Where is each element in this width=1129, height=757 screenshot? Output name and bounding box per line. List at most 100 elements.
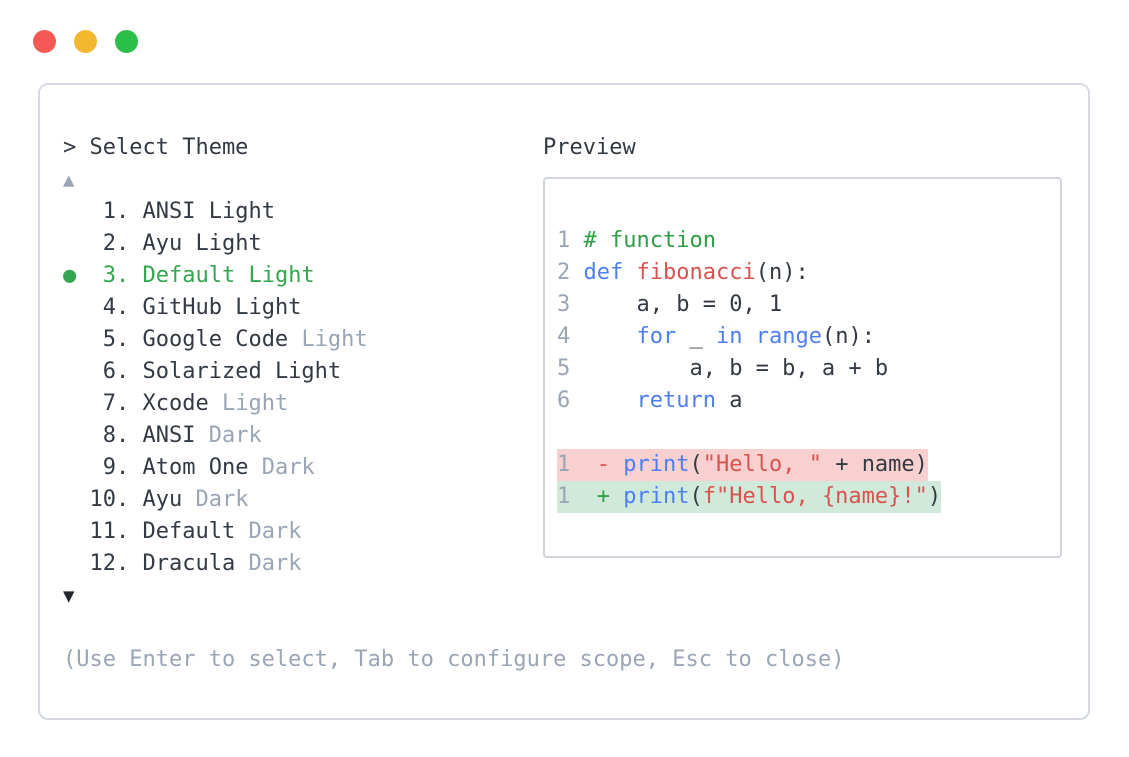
theme-number: 6.: [89, 359, 143, 384]
theme-name: Atom One: [142, 455, 262, 480]
theme-name: Solarized: [142, 359, 275, 384]
theme-number: 5.: [89, 327, 143, 352]
preview-title: Preview: [543, 135, 636, 160]
theme-option-4[interactable]: 4. GitHub Light: [63, 292, 543, 324]
code-token: + name): [821, 452, 928, 477]
bullet-spacer: [63, 391, 90, 416]
theme-variant: Dark: [248, 551, 302, 576]
theme-option-7[interactable]: 7. Xcode Light: [63, 388, 543, 420]
code-token: [623, 260, 636, 285]
minimize-button[interactable]: [74, 30, 97, 53]
code-token: _: [676, 324, 716, 349]
theme-option-10[interactable]: 10. Ayu Dark: [63, 484, 543, 516]
theme-number: 2.: [89, 231, 143, 256]
theme-name: Xcode: [142, 391, 222, 416]
code-token: -: [583, 452, 624, 477]
bullet-spacer: [63, 199, 90, 224]
theme-option-11[interactable]: 11. Default Dark: [63, 516, 543, 548]
code-line: 4 for _ in range(n):: [557, 321, 1060, 353]
code-line: 6 return a: [557, 385, 1060, 417]
diff-highlight-added: 1 + print(f"Hello, {name}!"): [557, 481, 942, 513]
bullet-spacer: [63, 519, 90, 544]
scroll-down-icon[interactable]: ▼: [63, 585, 75, 607]
code-token: print: [623, 452, 690, 477]
code-token: "Hello, ": [702, 452, 822, 477]
bullet-spacer: [63, 423, 90, 448]
code-line: 1 # function: [557, 225, 1060, 257]
theme-variant: Dark: [261, 455, 315, 480]
bullet-spacer: [63, 487, 90, 512]
bullet-spacer: [63, 551, 90, 576]
theme-option-6[interactable]: 6. Solarized Light: [63, 356, 543, 388]
theme-option-5[interactable]: 5. Google Code Light: [63, 324, 543, 356]
code-token: # function: [583, 228, 716, 253]
bullet-spacer: [63, 295, 90, 320]
theme-list: 1. ANSI Light 2. Ayu Light● 3. Default L…: [63, 196, 543, 580]
line-number: 1: [557, 484, 584, 509]
code-token: for: [636, 324, 677, 349]
bullet-spacer: [63, 455, 90, 480]
code-token: f"Hello, {name}!": [702, 484, 928, 509]
theme-variant: Light: [274, 359, 342, 384]
code-token: (: [689, 484, 703, 509]
panel-columns: > Select Theme ▲ 1. ANSI Light 2. Ayu Li…: [63, 132, 1068, 612]
code-line: [557, 417, 1060, 449]
theme-name: ANSI: [142, 199, 209, 224]
theme-name: ANSI: [142, 423, 209, 448]
diff-line-removed: 1 - print("Hello, " + name): [557, 449, 1060, 481]
theme-picker-panel: > Select Theme ▲ 1. ANSI Light 2. Ayu Li…: [38, 83, 1090, 720]
maximize-button[interactable]: [115, 30, 138, 53]
theme-number: 8.: [89, 423, 143, 448]
scroll-up-icon[interactable]: ▲: [63, 169, 75, 191]
code-token: a, b = b, a + b: [583, 356, 889, 381]
theme-number: 12.: [89, 551, 143, 576]
theme-name: GitHub: [142, 295, 236, 320]
theme-option-9[interactable]: 9. Atom One Dark: [63, 452, 543, 484]
selected-bullet-icon: ●: [63, 263, 90, 288]
code-line: 2 def fibonacci(n):: [557, 257, 1060, 289]
code-token: def: [583, 260, 624, 285]
code-token: ): [927, 484, 942, 509]
theme-number: 10.: [89, 487, 143, 512]
theme-variant: Light: [195, 231, 262, 256]
theme-option-3[interactable]: ● 3. Default Light: [63, 260, 543, 292]
theme-variant: Dark: [248, 519, 302, 544]
code-token: print: [623, 484, 690, 509]
theme-number: 7.: [89, 391, 143, 416]
theme-variant: Light: [208, 199, 275, 224]
theme-option-2[interactable]: 2. Ayu Light: [63, 228, 543, 260]
theme-number: 3.: [89, 263, 143, 288]
theme-variant: Light: [221, 391, 289, 416]
close-button[interactable]: [33, 30, 56, 53]
theme-option-8[interactable]: 8. ANSI Dark: [63, 420, 543, 452]
theme-name: Default: [142, 519, 249, 544]
theme-number: 11.: [89, 519, 143, 544]
line-number: 4: [557, 324, 584, 349]
code-token: [584, 324, 637, 349]
code-token: return: [636, 388, 716, 413]
line-number: 6: [557, 388, 584, 413]
theme-option-1[interactable]: 1. ANSI Light: [63, 196, 543, 228]
code-line: 3 a, b = 0, 1: [557, 289, 1060, 321]
code-token: fibonacci: [636, 260, 756, 285]
line-number: 1: [557, 228, 584, 253]
code-token: a: [715, 388, 743, 413]
window-controls: [33, 30, 138, 53]
theme-number: 1.: [89, 199, 143, 224]
code-token: [742, 324, 755, 349]
code-token: range: [755, 324, 822, 349]
code-token: a, b = 0, 1: [583, 292, 783, 317]
theme-variant: Light: [248, 263, 315, 288]
theme-list-column: > Select Theme ▲ 1. ANSI Light 2. Ayu Li…: [63, 132, 543, 612]
line-number: 5: [557, 356, 584, 381]
diff-highlight-removed: 1 - print("Hello, " + name): [557, 449, 928, 481]
bullet-spacer: [63, 359, 90, 384]
code-line: 5 a, b = b, a + b: [557, 353, 1060, 385]
theme-option-12[interactable]: 12. Dracula Dark: [63, 548, 543, 580]
theme-name: Google Code: [142, 327, 302, 352]
theme-name: Ayu: [142, 231, 196, 256]
theme-name: Default: [142, 263, 249, 288]
bullet-spacer: [63, 231, 90, 256]
